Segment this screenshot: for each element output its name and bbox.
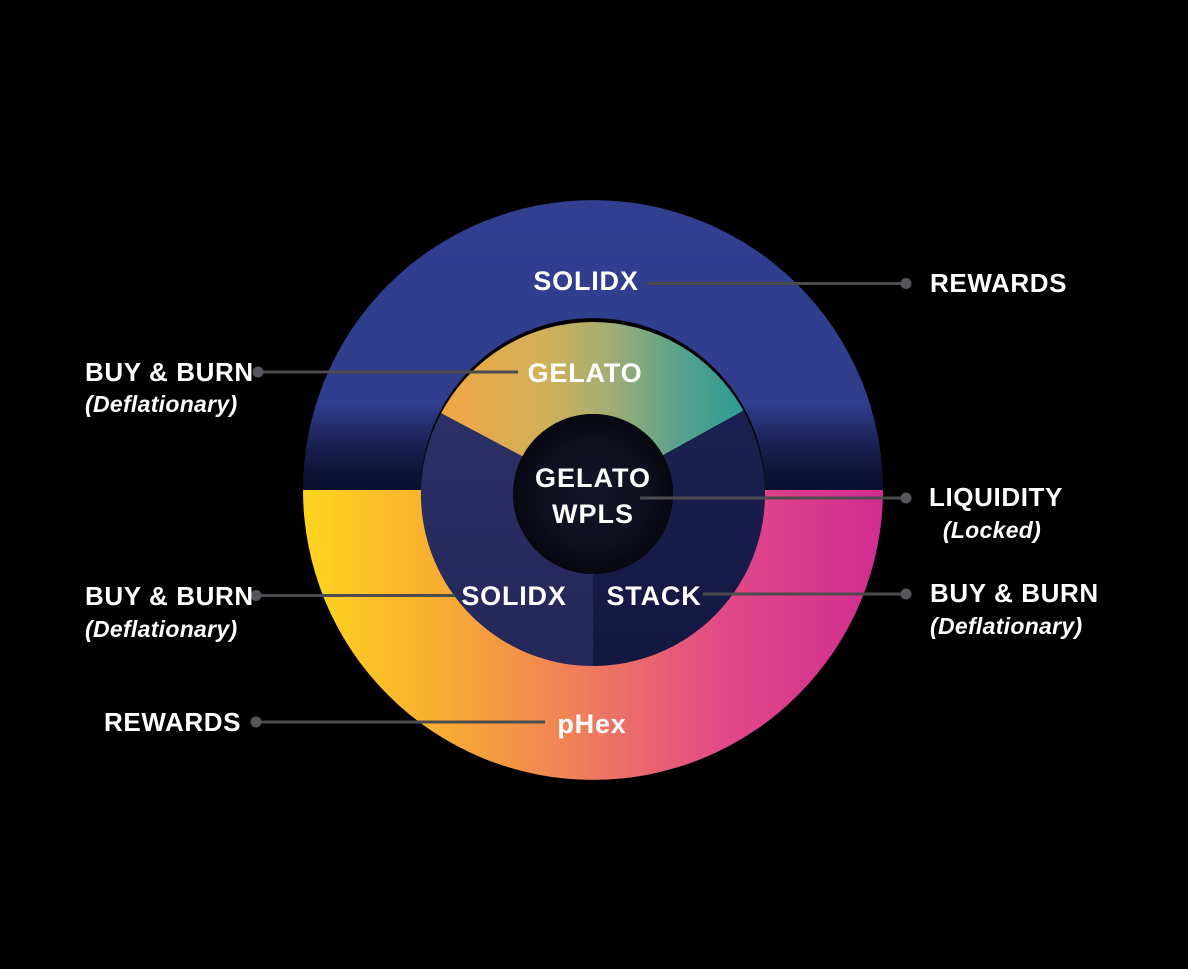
callout-buyburn-topleft-subtitle: (Deflationary): [85, 391, 237, 417]
connector-dot-icon: [900, 278, 912, 289]
outer-ring-phex-label: pHex: [557, 709, 626, 739]
outer-ring-solidx-label: SOLIDX: [533, 266, 638, 296]
connector-dot-icon: [250, 590, 262, 601]
middle-ring-stack-label: STACK: [607, 581, 702, 611]
callout-buyburn-right-subtitle: (Deflationary): [930, 613, 1082, 639]
callout-buyburn-midleft-title: BUY & BURN: [85, 581, 254, 611]
center-circle: [513, 414, 673, 574]
middle-ring-solidx-label: SOLIDX: [461, 581, 566, 611]
callout-buyburn-topleft-title: BUY & BURN: [85, 357, 254, 387]
callout-liquidity-title: LIQUIDITY: [929, 482, 1063, 512]
callout-rewards-left-title: REWARDS: [104, 707, 241, 737]
connector-dot-icon: [250, 716, 262, 728]
callout-rewards-right-title: REWARDS: [930, 268, 1067, 298]
middle-ring-gelato-label: GELATO: [528, 358, 643, 388]
callout-buyburn-right-title: BUY & BURN: [930, 578, 1099, 608]
middle-ring-gelato-segment: [441, 321, 744, 457]
connector-dot-icon: [900, 588, 912, 600]
center-label-line2: WPLS: [552, 499, 634, 529]
middle-ring-stack-segment: [593, 410, 765, 666]
connector-dot-icon: [900, 492, 912, 504]
outer-ring-phex-segment: [303, 490, 883, 780]
center-label-line1: GELATO: [535, 463, 651, 493]
connector-dot-icon: [252, 366, 264, 378]
callout-buyburn-midleft-subtitle: (Deflationary): [85, 616, 237, 642]
outer-ring-solidx-segment: [303, 200, 883, 491]
callout-liquidity-subtitle: (Locked): [943, 517, 1041, 543]
middle-ring-solidx-segment: [420, 413, 593, 666]
